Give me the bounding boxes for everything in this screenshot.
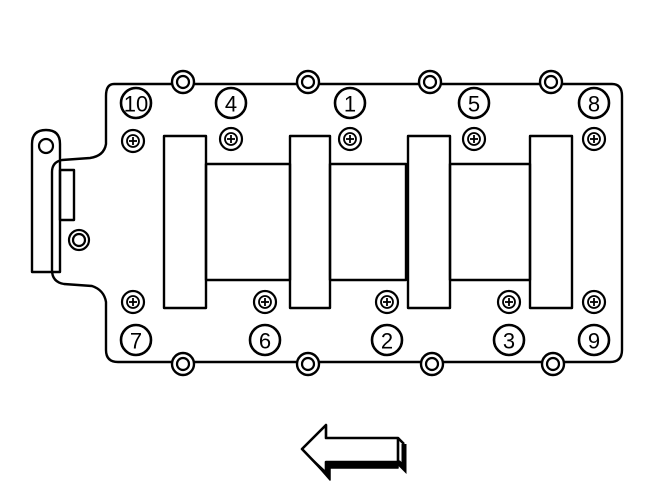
- bolt-6: [252, 289, 278, 315]
- svg-text:3: 3: [503, 329, 515, 354]
- bearing-caps: [162, 134, 574, 310]
- label-7: 7: [119, 323, 153, 357]
- bolt-2: [374, 289, 400, 315]
- bolt-3: [496, 289, 522, 315]
- label-2: 2: [370, 323, 404, 357]
- label-10: 10: [119, 86, 153, 120]
- svg-text:4: 4: [225, 92, 237, 117]
- svg-text:2: 2: [381, 329, 393, 354]
- svg-text:6: 6: [259, 329, 271, 354]
- label-1: 1: [333, 86, 367, 120]
- bolt-7: [120, 289, 146, 315]
- label-3: 3: [492, 323, 526, 357]
- label-5: 5: [457, 86, 491, 120]
- front-arrow-icon: [300, 423, 407, 481]
- bottom-ears: [170, 351, 566, 377]
- bolt-1: [337, 126, 363, 152]
- svg-text:7: 7: [130, 329, 142, 354]
- svg-text:1: 1: [344, 92, 356, 117]
- bolt-8: [581, 126, 607, 152]
- bolt-9: [581, 289, 607, 315]
- svg-text:9: 9: [588, 329, 600, 354]
- label-6: 6: [248, 323, 282, 357]
- bolt-10: [120, 128, 146, 154]
- label-8: 8: [577, 86, 611, 120]
- svg-text:8: 8: [588, 92, 600, 117]
- plate-outline: [50, 82, 624, 364]
- bolt-4: [218, 126, 244, 152]
- label-9: 9: [577, 323, 611, 357]
- top-ears: [170, 69, 564, 95]
- svg-text:10: 10: [124, 92, 148, 117]
- bolt-5: [461, 126, 487, 152]
- side-bracket: [30, 128, 76, 274]
- svg-text:5: 5: [468, 92, 480, 117]
- label-4: 4: [214, 86, 248, 120]
